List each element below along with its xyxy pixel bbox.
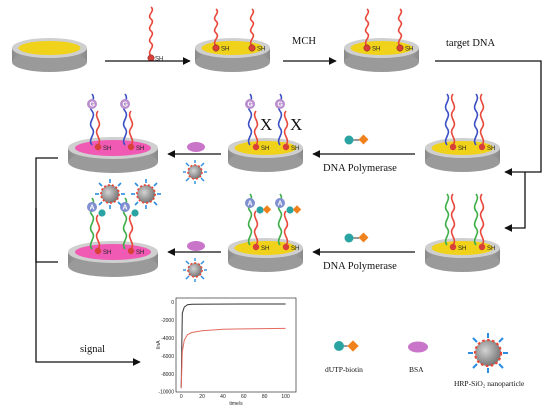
nucleotide-a: A (248, 201, 253, 208)
sh-label: SH (155, 57, 163, 63)
electrode-mismatch-blocked (228, 138, 303, 172)
nucleotide-g: G (278, 102, 284, 109)
blocked-mark: X (260, 115, 272, 134)
chart-x-axis-label: time/s (229, 401, 243, 407)
sh-label: SH (405, 47, 413, 53)
hrp-nanoparticle (95, 179, 125, 209)
chart-y-tick-label: -4000 (161, 336, 174, 342)
sh-label: SH (291, 246, 299, 252)
chart-x-tick-label: 20 (199, 394, 205, 400)
electrode-match-extended (228, 238, 303, 272)
chart-x-tick-label: 100 (281, 394, 290, 400)
hrp-nanoparticle (183, 160, 207, 184)
sh-label: SH (136, 146, 144, 152)
incorporated-dutp-biotin (98, 205, 302, 217)
nucleotide-a: A (90, 205, 95, 212)
sh-label: SH (261, 246, 269, 252)
electrode-bare (12, 38, 87, 72)
sh-label: SH (103, 250, 111, 256)
chart-x-tick-label: 80 (262, 394, 268, 400)
nucleotide-g: G (90, 102, 96, 109)
legend-dutp-label: dUTP-biotin (325, 365, 363, 374)
hrp-nanoparticle (183, 258, 207, 282)
nucleotide-g: G (248, 102, 254, 109)
thiol-probe-strand (148, 6, 154, 57)
chart-x-tick-label: 40 (220, 394, 226, 400)
dna-polymerase-label: DNA Polymerase (323, 261, 397, 272)
probe-strand (364, 8, 370, 47)
bsa-molecules (187, 142, 428, 353)
dna-strands (89, 6, 485, 250)
hrp-particles (95, 160, 508, 373)
electrode-mismatch-result (68, 137, 158, 173)
legend-bsa-label: BSA (409, 365, 424, 374)
mch-label: MCH (292, 36, 316, 47)
sh-label: SH (458, 246, 466, 252)
sh-label: SH (487, 246, 495, 252)
probe-strand (397, 8, 403, 47)
electrode-probe (195, 38, 270, 72)
signal-label: signal (80, 344, 105, 355)
dutp-biotin-icons (334, 134, 369, 352)
chart-y-tick-label: -2000 (161, 318, 174, 324)
legend-hrp-label: HRP-SiO₂ nanoparticle (454, 379, 525, 388)
electrode-mismatch-hybrid (425, 138, 500, 172)
current-time-chart: 0 20 40 60 80 100 0 -2000 -4000 -6000 -8000 -10000… (156, 297, 297, 407)
nucleotide-a: A (278, 201, 283, 208)
electrode-disks (12, 38, 500, 277)
electrode-match-result (68, 241, 158, 277)
hrp-nanoparticle (131, 179, 161, 209)
dna-polymerase-label: DNA Polymerase (323, 163, 397, 174)
sh-label: SH (103, 146, 111, 152)
chart-y-axis-label: I/nA (156, 340, 162, 350)
chart-x-tick-label: 0 (180, 394, 183, 400)
sh-label: SH (261, 146, 269, 152)
sh-label: SH (221, 47, 229, 53)
flow-arrows (35, 57, 542, 366)
sh-label: SH (136, 250, 144, 256)
chart-y-tick-label: -6000 (161, 354, 174, 360)
sh-label: SH (257, 47, 265, 53)
chart-y-tick-label: -10000 (158, 390, 174, 396)
blocked-mark: X (290, 115, 302, 134)
sh-label: SH (458, 146, 466, 152)
nucleotide-beads: G G G G A A A A (87, 99, 285, 212)
chart-x-tick-label: 60 (241, 394, 247, 400)
target-dna-label: target DNA (446, 38, 496, 49)
probe-strand (249, 8, 255, 47)
sh-label: SH (487, 146, 495, 152)
sh-label: SH (372, 47, 380, 53)
electrode-mch (344, 38, 419, 72)
sh-label: SH (291, 146, 299, 152)
thiol-anchors: SH SH SH SH SH SH SH SH SH SH SH SH SH S… (94, 44, 495, 256)
chart-series-line-1 (180, 303, 286, 388)
chart-y-tick-label: 0 (171, 300, 174, 306)
chart-plot-area (175, 297, 297, 393)
hrp-nanoparticle (468, 333, 508, 373)
electrode-match-hybrid (425, 238, 500, 272)
probe-strand (213, 8, 219, 47)
nucleotide-a: A (123, 205, 128, 212)
chart-y-tick-label: -8000 (161, 372, 174, 378)
chart-series-line-2 (180, 327, 286, 389)
nucleotide-g: G (123, 102, 129, 109)
